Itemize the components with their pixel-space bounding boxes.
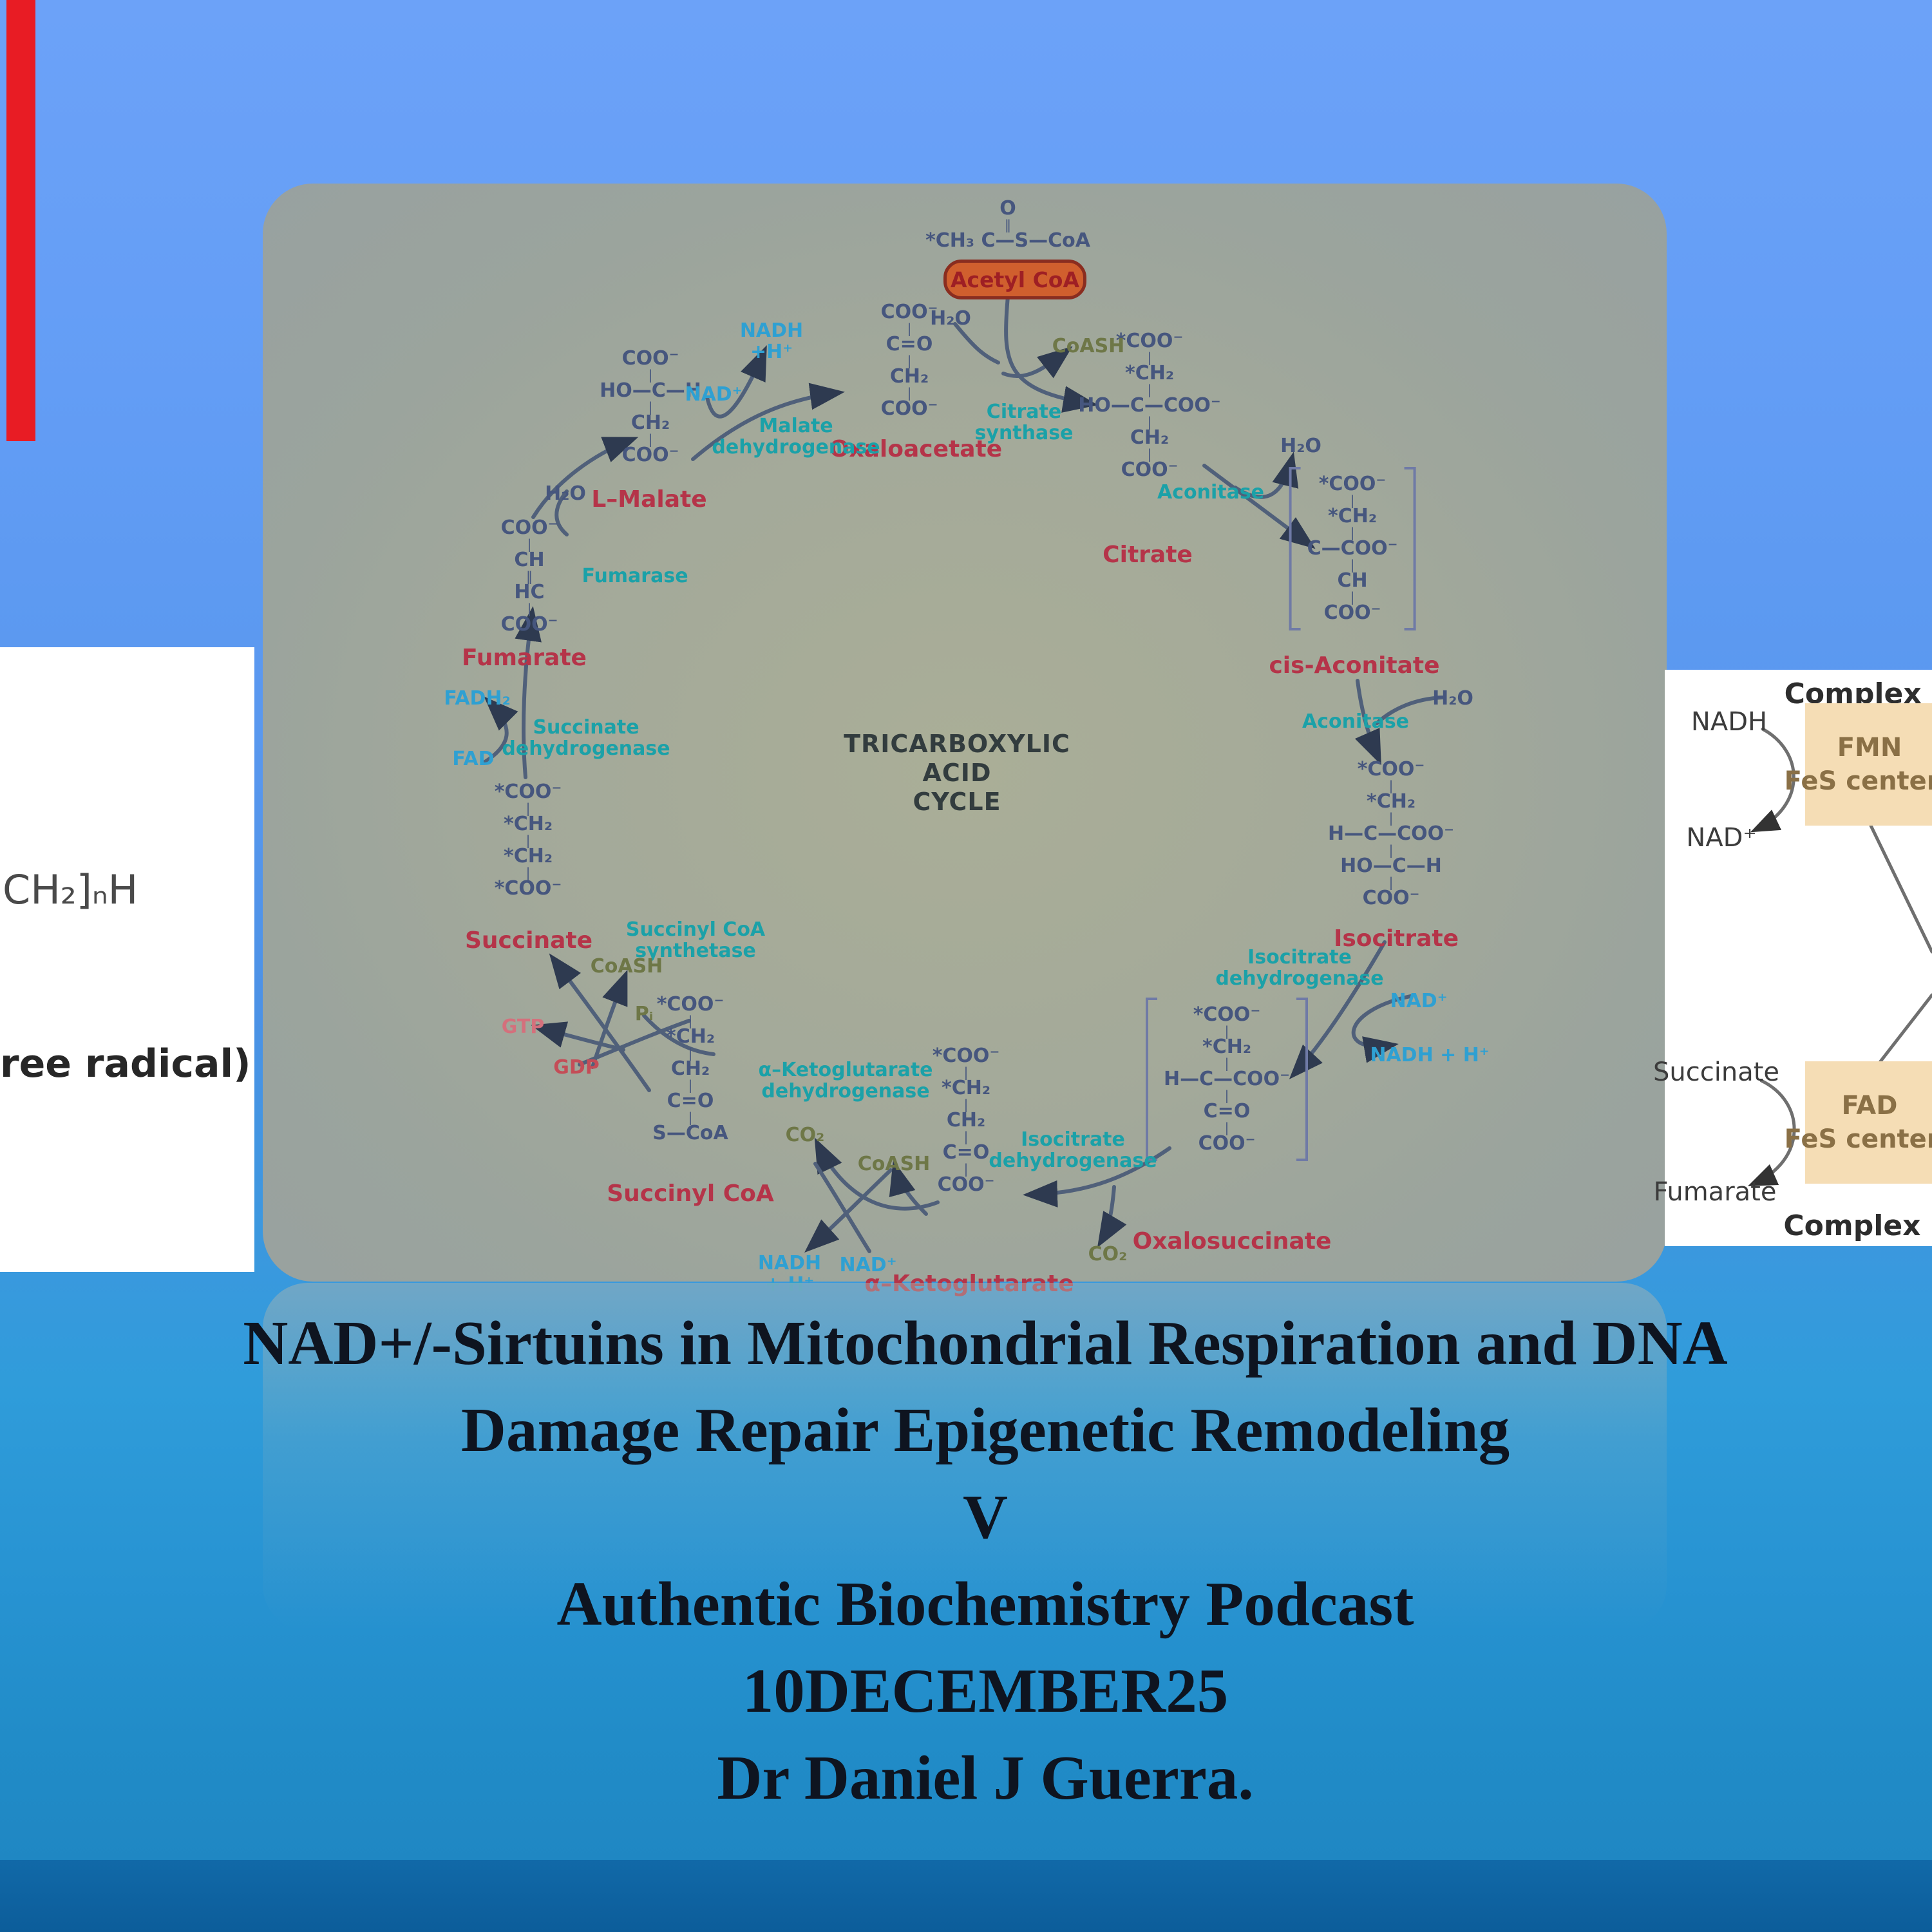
diagram-label: H₂O <box>1432 687 1473 710</box>
diagram-label: L–Malate <box>591 486 707 513</box>
bottom-bar <box>0 1860 1932 1932</box>
diagram-label: CO₂ <box>1088 1243 1128 1265</box>
diagram-label: H₂O <box>545 482 586 505</box>
diagram-label: CO₂ <box>785 1124 825 1146</box>
metabolite-structure: *COO⁻|*CH₂|*CH₂|*COO⁻ <box>494 781 562 900</box>
metabolite-structure: *COO⁻|*CH₂|CH₂|C=O|COO⁻ <box>932 1045 1000 1196</box>
diagram-label: GTP <box>501 1016 545 1038</box>
diagram-label: NADH+H⁺ <box>739 319 804 363</box>
red-strip <box>6 0 35 441</box>
etc-label: Fumarate <box>1653 1177 1777 1207</box>
diagram-label: CoASH <box>1052 335 1125 357</box>
panel-reflection <box>263 1283 1667 1631</box>
diagram-label: cis-Aconitate <box>1269 652 1440 679</box>
diagram-label: Isocitrate <box>1333 925 1459 952</box>
diagram-label: Aconitase <box>1302 710 1410 733</box>
diagram-label: Fumarase <box>582 565 688 587</box>
diagram-label: Citrate <box>1103 542 1193 568</box>
diagram-label: FAD <box>452 748 495 770</box>
tca-cycle-panel: Acetyl CoA O‖*CH₃ C—S—CoA COO⁻|C=O|CH₂|CO… <box>263 184 1667 1297</box>
etc-arrows <box>1747 727 1932 1187</box>
metabolite-structure: *COO⁻|*CH₂|H—C—COO⁻|HO—C—H|COO⁻ <box>1328 758 1454 909</box>
diagram-label: α–Ketoglutarate <box>864 1271 1074 1297</box>
fatty-acid-formula: CH₂]ₙH <box>3 866 138 913</box>
diagram-label: Aconitase <box>1157 481 1265 504</box>
title-line: Authentic Biochemistry Podcast <box>556 1569 1414 1638</box>
fatty-acid-fragment-panel: CH₂]ₙH ree radical) <box>0 647 254 1272</box>
title-line: Damage Repair Epigenetic Remodeling <box>460 1396 1510 1464</box>
diagram-label: CoASH <box>590 955 663 978</box>
title-line: 10DECEMBER25 <box>742 1656 1229 1725</box>
etc-label: NADH <box>1690 707 1768 737</box>
diagram-label: H₂O <box>930 307 971 330</box>
metabolite-structure: *COO⁻|*CH₂|CH₂|C=O|S—CoA <box>652 993 728 1144</box>
diagram-label: Oxalosuccinate <box>1132 1228 1332 1255</box>
acetyl-coa-pill: Acetyl CoA <box>943 260 1086 299</box>
diagram-label: Fumarate <box>462 645 587 671</box>
metabolite-structure: *COO⁻|*CH₂|H—C—COO⁻|C=O|COO⁻ <box>1146 998 1308 1161</box>
diagram-label: FADH₂ <box>444 687 511 710</box>
diagram-label: GDP <box>553 1056 600 1079</box>
metabolite-structure: COO⁻|C=O|CH₂|COO⁻ <box>880 301 938 420</box>
metabolite-structure: *COO⁻|*CH₂|C—COO⁻|CH|COO⁻ <box>1289 467 1416 630</box>
diagram-label: NADH + H⁺ <box>1370 1044 1490 1066</box>
title-line: NAD+/-Sirtuins in Mitochondrial Respirat… <box>243 1309 1728 1378</box>
diagram-label: Pᵢ <box>634 1003 654 1025</box>
etc-label: Succinate <box>1653 1057 1779 1087</box>
metabolite-structure: COO⁻|CH‖HC|COO⁻ <box>500 516 558 636</box>
title-line: V <box>962 1482 1009 1551</box>
diagram-label: H₂O <box>1280 435 1321 457</box>
title-line: Dr Daniel J Guerra. <box>717 1743 1254 1812</box>
title-text: NAD+/-Sirtuins in Mitochondrial Respirat… <box>39 1300 1932 1821</box>
etc-label: NAD⁺ <box>1686 823 1757 853</box>
metabolite-structure: *COO⁻|*CH₂|HO—C—COO⁻|CH₂|COO⁻ <box>1078 330 1221 481</box>
diagram-label: CoASH <box>857 1153 931 1175</box>
cycle-arrows <box>483 294 1444 1253</box>
diagram-label: Succinyl CoA <box>607 1180 774 1207</box>
diagram-label: NAD⁺ <box>1390 990 1448 1012</box>
diagram-label: Oxaloacetate <box>829 436 1003 462</box>
diagram-label: NADH+ H⁺ <box>757 1252 822 1295</box>
diagram-label: Succinate <box>464 927 593 954</box>
diagram-label: NAD⁺ <box>839 1254 897 1276</box>
diagram-label: NAD⁺ <box>685 383 743 406</box>
metabolite-structure: O‖*CH₃ C—S—CoA <box>925 197 1090 252</box>
etc-label: Complex II <box>1783 1209 1932 1242</box>
metabolite-structure: COO⁻|HO—C—H|CH₂|COO⁻ <box>600 347 701 466</box>
free-radical-caption: ree radical) <box>0 1041 251 1086</box>
